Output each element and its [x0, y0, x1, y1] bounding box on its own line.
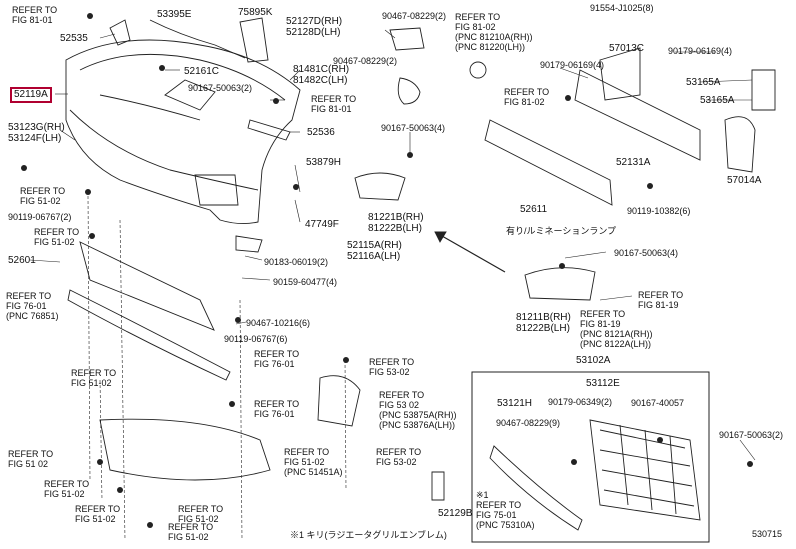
callout-label[interactable]: 52115A(RH) 52116A(LH): [347, 240, 402, 262]
callout-label[interactable]: REFER TO FIG 53 02 (PNC 53875A(RH)) (PNC…: [379, 390, 457, 430]
front-bumper-cover[interactable]: [65, 39, 301, 225]
callout-label[interactable]: 90159-60477(4): [273, 277, 338, 287]
callout-label[interactable]: 53112E: [586, 378, 620, 389]
callout-label[interactable]: REFER TO FIG 51-02 (PNC 51451A): [284, 447, 343, 477]
callout-label[interactable]: 53879H: [306, 157, 342, 168]
callout-label[interactable]: REFER TO FIG 53-02: [376, 447, 422, 467]
callout-label[interactable]: 90467-10216(6): [246, 318, 311, 328]
callout-label[interactable]: 90467-08229(9): [496, 418, 561, 428]
callout-label[interactable]: REFER TO FIG 81-19: [638, 290, 684, 310]
callout-label[interactable]: 90167-50063(4): [614, 248, 679, 258]
callout-label[interactable]: REFER TO FIG 81-01: [311, 94, 357, 114]
callout-label[interactable]: REFER TO FIG 81-01: [12, 5, 58, 25]
callout-label[interactable]: 90167-50063(2): [188, 83, 253, 93]
callout-label[interactable]: REFER TO FIG 51-02: [71, 368, 117, 388]
callout-label[interactable]: REFER TO FIG 51-02: [178, 504, 224, 524]
callout-label[interactable]: REFER TO FIG 76-01 (PNC 76851): [6, 291, 59, 321]
callout-label[interactable]: 90467-08229(2): [333, 56, 398, 66]
callout-label[interactable]: 53121H: [497, 398, 533, 409]
callout-label[interactable]: REFER TO FIG 53-02: [369, 357, 415, 377]
callout-label[interactable]: REFER TO FIG 51-02: [20, 186, 66, 206]
lower-grille-parts[interactable]: [67, 235, 596, 481]
callout-label[interactable]: REFER TO FIG 51 02: [8, 449, 54, 469]
callout-label[interactable]: 57014A: [727, 175, 762, 186]
callout-label[interactable]: 90167-50063(2): [719, 430, 784, 440]
callout-label[interactable]: 90179-06169(4): [668, 46, 733, 56]
callout-label[interactable]: REFER TO FIG 51-02: [44, 479, 90, 499]
callout-label[interactable]: 52601: [8, 255, 36, 266]
callout-label[interactable]: REFER TO FIG 81-02 (PNC 81210A(RH)) (PNC…: [455, 12, 533, 52]
callout-label[interactable]: 47749F: [305, 219, 339, 230]
callout-label[interactable]: 90183-06019(2): [264, 257, 329, 267]
callout-label[interactable]: 91554-J1025(8): [590, 3, 654, 13]
callout-label[interactable]: REFER TO FIG 51-02: [34, 227, 80, 247]
callout-label[interactable]: REFER TO FIG 81-02: [504, 87, 550, 107]
callout-label[interactable]: 52127D(RH) 52128D(LH): [286, 16, 343, 38]
callout-label[interactable]: 52535: [60, 33, 88, 44]
leader-lines: [29, 29, 756, 541]
bumper-reinforcement[interactable]: [354, 47, 776, 206]
callout-label[interactable]: ※1 キリ(ラジエータグリルエンブレム): [290, 530, 447, 540]
callout-label[interactable]: 90119-06767(6): [224, 334, 288, 344]
callout-label[interactable]: 530715: [752, 529, 783, 539]
callout-label[interactable]: 52131A: [616, 157, 651, 168]
callout-label[interactable]: 53123G(RH) 53124F(LH): [8, 122, 65, 144]
callout-label[interactable]: 53102A: [576, 355, 611, 366]
callout-label[interactable]: REFER TO FIG 76-01: [254, 349, 300, 369]
callout-label[interactable]: 90119-06767(2): [8, 212, 72, 222]
callout-label[interactable]: 52119A: [10, 87, 52, 103]
callout-label[interactable]: 90179-06169(4): [540, 60, 605, 70]
callout-label[interactable]: ※1 REFER TO FIG 75-01 (PNC 75310A): [476, 490, 535, 530]
callout-label[interactable]: REFER TO FIG 51-02: [168, 522, 214, 542]
callout-label[interactable]: 52536: [307, 127, 335, 138]
callout-label[interactable]: 90167-50063(4): [381, 123, 446, 133]
callout-label[interactable]: REFER TO FIG 76-01: [254, 399, 300, 419]
callout-label[interactable]: 52161C: [184, 66, 220, 77]
callout-label[interactable]: 90179-06349(2): [548, 397, 613, 407]
callout-label[interactable]: 81481C(RH) 81482C(LH): [293, 64, 350, 86]
callout-label[interactable]: 53395E: [157, 9, 192, 20]
callout-label[interactable]: REFER TO FIG 81-19 (PNC 8121A(RH)) (PNC …: [580, 309, 653, 349]
callout-label[interactable]: 90119-10382(6): [627, 206, 691, 216]
callout-label[interactable]: 53165A: [686, 77, 721, 88]
callout-label[interactable]: 81211B(RH) 81222B(LH): [516, 312, 571, 334]
callout-label[interactable]: 57013C: [609, 43, 645, 54]
upper-trim-parts[interactable]: [109, 17, 487, 141]
callout-label[interactable]: 90467-08229(2): [382, 11, 447, 21]
fasteners: [21, 13, 753, 528]
callout-label[interactable]: 52611: [520, 204, 548, 215]
callout-label[interactable]: 53165A: [700, 95, 735, 106]
callout-label[interactable]: REFER TO FIG 51-02: [75, 504, 121, 524]
callout-label[interactable]: 有り/ルミネーションランプ: [506, 226, 617, 236]
callout-label[interactable]: 52129B: [438, 508, 473, 519]
callout-label[interactable]: 81221B(RH) 81222B(LH): [368, 212, 424, 234]
callout-label[interactable]: 90167-40057: [631, 398, 685, 408]
radiator-grille-assembly[interactable]: [431, 419, 701, 531]
callout-label[interactable]: 75895K: [238, 7, 273, 18]
